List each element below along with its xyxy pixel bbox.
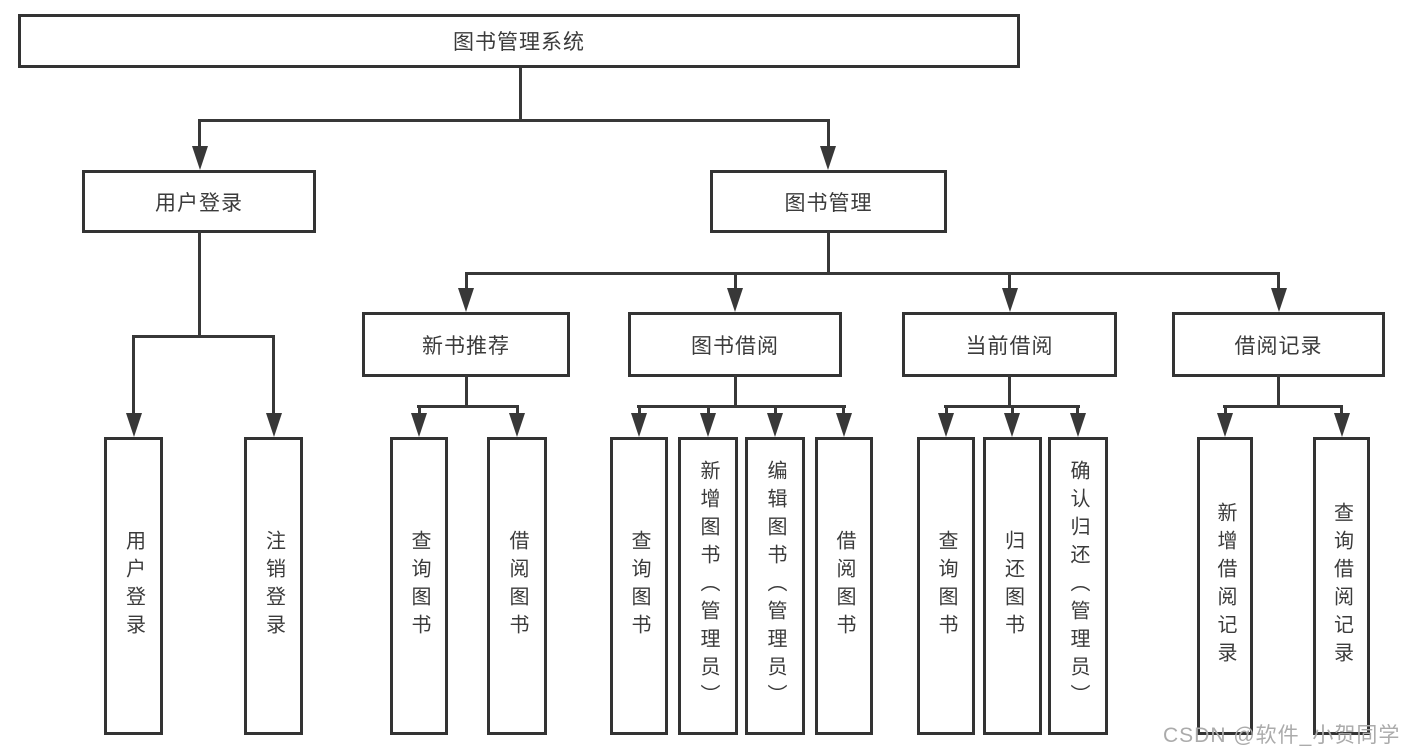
arrow-down-icon	[836, 413, 852, 437]
node-current-borrowing-label: 当前借阅	[965, 334, 1054, 358]
connector-line	[132, 335, 135, 415]
connector-line	[198, 119, 830, 122]
arrow-down-icon	[767, 413, 783, 437]
node-book-management: 图书管理	[710, 170, 947, 233]
connector-line	[465, 375, 468, 405]
leaf-edit-books-admin: 编辑图书（管理员）	[745, 437, 805, 735]
connector-line	[519, 68, 522, 121]
node-borrow-records-label: 借阅记录	[1234, 334, 1323, 358]
connector-line	[827, 119, 830, 151]
arrow-down-icon	[820, 146, 836, 170]
connector-line	[465, 272, 1280, 275]
connector-line	[417, 405, 518, 408]
arrow-down-icon	[192, 146, 208, 170]
connector-line	[1008, 272, 1011, 290]
connector-line	[465, 272, 468, 290]
connector-line	[198, 231, 201, 335]
arrow-down-icon	[1004, 413, 1020, 437]
connector-line	[1224, 405, 1227, 417]
connector-line	[637, 405, 846, 408]
leaf-return-books: 归还图书	[983, 437, 1042, 735]
arrow-down-icon	[938, 413, 954, 437]
arrow-down-icon	[1070, 413, 1086, 437]
leaf-current-query-books: 查询图书	[917, 437, 975, 735]
connector-line	[418, 405, 421, 417]
leaf-user-login-label: 用户登录	[122, 530, 145, 642]
leaf-add-borrow-record: 新增借阅记录	[1197, 437, 1253, 735]
connector-line	[827, 231, 830, 275]
connector-line	[198, 119, 201, 151]
leaf-return-books-label: 归还图书	[1001, 530, 1024, 642]
node-root: 图书管理系统	[18, 14, 1020, 68]
leaf-logout-label: 注销登录	[262, 530, 285, 642]
node-borrow-records: 借阅记录	[1172, 312, 1385, 377]
node-current-borrowing: 当前借阅	[902, 312, 1117, 377]
leaf-borrowing-borrow-books: 借阅图书	[815, 437, 873, 735]
connector-line	[272, 335, 275, 415]
connector-line	[945, 405, 948, 417]
arrow-down-icon	[411, 413, 427, 437]
connector-line	[1340, 405, 1343, 417]
leaf-add-books-admin: 新增图书（管理员）	[678, 437, 738, 735]
node-user-login: 用户登录	[82, 170, 316, 233]
arrow-down-icon	[1002, 288, 1018, 312]
leaf-current-query-books-label: 查询图书	[935, 530, 957, 642]
leaf-borrowing-borrow-books-label: 借阅图书	[833, 530, 855, 642]
connector-line	[842, 405, 845, 417]
leaf-confirm-return-admin-label: 确认归还（管理员）	[1067, 460, 1089, 712]
csdn-watermark: CSDN @软件_小贺同学	[1163, 724, 1401, 747]
connector-line	[1076, 405, 1079, 417]
leaf-add-books-admin-label: 新增图书（管理员）	[697, 460, 719, 712]
node-book-borrowing: 图书借阅	[628, 312, 842, 377]
leaf-confirm-return-admin: 确认归还（管理员）	[1048, 437, 1108, 735]
connector-line	[1008, 375, 1011, 405]
arrow-down-icon	[1271, 288, 1287, 312]
leaf-add-borrow-record-label: 新增借阅记录	[1214, 502, 1236, 670]
node-new-book-recommend-label: 新书推荐	[422, 334, 510, 358]
node-book-borrowing-label: 图书借阅	[691, 334, 779, 358]
arrow-down-icon	[458, 288, 474, 312]
leaf-borrowing-query-books-label: 查询图书	[628, 530, 650, 642]
leaf-borrowing-query-books: 查询图书	[610, 437, 668, 735]
arrow-down-icon	[631, 413, 647, 437]
leaf-user-login: 用户登录	[104, 437, 163, 735]
leaf-recommend-query-books-label: 查询图书	[408, 530, 430, 642]
connector-line	[707, 405, 710, 417]
arrow-down-icon	[727, 288, 743, 312]
arrow-down-icon	[126, 413, 142, 437]
arrow-down-icon	[1217, 413, 1233, 437]
arrow-down-icon	[509, 413, 525, 437]
node-user-login-label: 用户登录	[155, 191, 243, 215]
leaf-edit-books-admin-label: 编辑图书（管理员）	[764, 460, 786, 712]
leaf-query-borrow-record-label: 查询借阅记录	[1330, 502, 1353, 670]
leaf-recommend-borrow-books-label: 借阅图书	[506, 530, 528, 642]
arrow-down-icon	[700, 413, 716, 437]
arrow-down-icon	[266, 413, 282, 437]
arrow-down-icon	[1334, 413, 1350, 437]
connector-line	[132, 335, 275, 338]
leaf-query-borrow-record: 查询借阅记录	[1313, 437, 1370, 735]
node-root-label: 图书管理系统	[453, 31, 585, 54]
leaf-recommend-query-books: 查询图书	[390, 437, 448, 735]
connector-line	[1277, 272, 1280, 290]
connector-line	[516, 405, 519, 417]
connector-line	[734, 272, 737, 290]
leaf-recommend-borrow-books: 借阅图书	[487, 437, 547, 735]
connector-line	[1277, 375, 1280, 405]
leaf-logout: 注销登录	[244, 437, 303, 735]
connector-line	[1011, 405, 1014, 417]
node-new-book-recommend: 新书推荐	[362, 312, 570, 377]
node-book-management-label: 图书管理	[784, 191, 873, 215]
connector-line	[1223, 405, 1343, 408]
connector-line	[734, 375, 737, 405]
connector-line	[774, 405, 777, 417]
connector-line	[638, 405, 641, 417]
